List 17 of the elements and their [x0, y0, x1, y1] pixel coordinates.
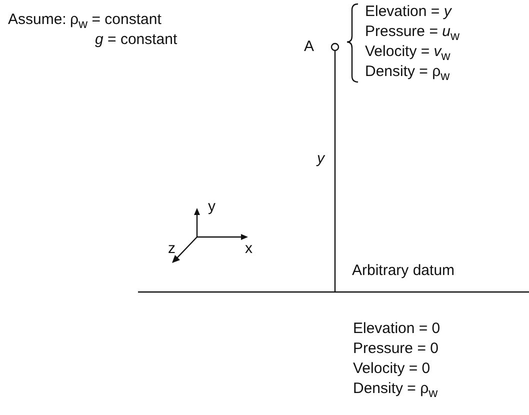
property-label: Pressure = 0	[353, 340, 438, 358]
point-label: A	[304, 38, 314, 56]
property-label: Pressure = u$_{w}$	[365, 23, 460, 45]
axis-label: y	[208, 198, 216, 216]
assumption-label: Assume:	[8, 11, 66, 29]
datum-label: Arbitrary datum	[352, 262, 455, 280]
property-label: Density = ρ$_{w}$	[365, 63, 450, 85]
axis-label: z	[168, 240, 176, 258]
property-label: Elevation = 0	[353, 320, 440, 338]
axis-label: x	[245, 240, 252, 258]
property-label: Elevation = y	[365, 3, 452, 21]
property-label: Density = ρ$_{w}$	[353, 380, 438, 402]
assumption-text: g = constant	[95, 31, 178, 49]
dimension-label: y	[317, 150, 324, 168]
property-label: Velocity = v$_{w}$	[365, 43, 450, 65]
property-label: Velocity = 0	[353, 360, 430, 378]
assumption-text: ρ$_{w}$ = constant	[70, 11, 162, 33]
